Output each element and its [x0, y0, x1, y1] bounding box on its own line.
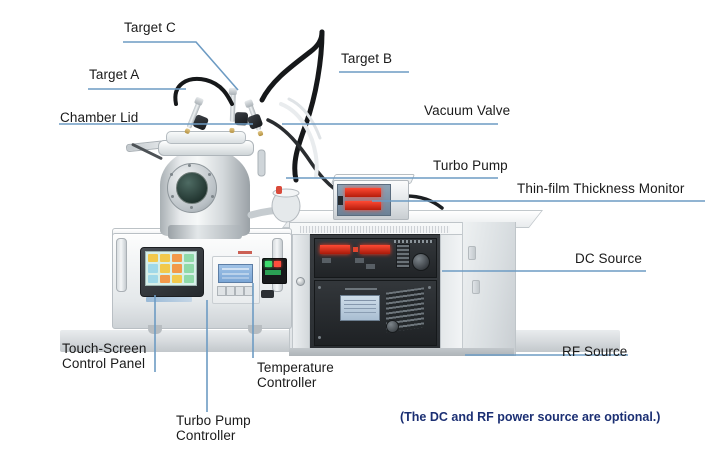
- rf-screw-b: [318, 336, 321, 339]
- rf-nameplate: [345, 288, 377, 290]
- dc-control-knob: [412, 253, 430, 271]
- cabinet-side-panel: [462, 222, 515, 354]
- callout-thin-film-monitor: Thin-film Thickness Monitor: [517, 181, 685, 196]
- dc-display-right: [360, 245, 390, 254]
- main-power-switch: [261, 290, 274, 298]
- thickness-display-upper: [345, 188, 381, 197]
- optional-sources-note: (The DC and RF power source are optional…: [400, 410, 661, 424]
- dc-button-b: [355, 258, 364, 263]
- dc-button-c: [366, 264, 375, 269]
- callout-vacuum-valve: Vacuum Valve: [424, 103, 511, 118]
- callout-chamber-lid: Chamber Lid: [60, 110, 139, 125]
- leader-target-c: [123, 41, 239, 91]
- thickness-monitor-power-switch: [338, 196, 343, 205]
- turbo-pump-lcd: [218, 264, 253, 283]
- rf-screw-a: [318, 286, 321, 289]
- dc-label-strip: [394, 240, 434, 243]
- rf-control-knob: [386, 320, 399, 333]
- touch-screen-display: [145, 251, 197, 286]
- turbo-pump-nameplate: [238, 251, 252, 254]
- viewport-bolt: [211, 195, 214, 198]
- callout-dc-source: DC Source: [575, 251, 642, 266]
- temperature-secondary-display: [265, 270, 281, 275]
- cabinet-handle-upper: [468, 246, 476, 260]
- temperature-setpoint-display: [265, 261, 272, 267]
- viewport-bolt: [188, 164, 191, 167]
- viewport-window: [176, 172, 208, 204]
- chamber-base-flange: [168, 225, 242, 239]
- viewport-bolt: [208, 173, 211, 176]
- cabinet-vent-grille: [300, 226, 450, 233]
- callout-touch-screen-panel: Touch-Screen Control Panel: [62, 341, 147, 371]
- callout-turbo-pump-controller: Turbo Pump Controller: [176, 413, 251, 443]
- viewport-bolt: [170, 173, 173, 176]
- callout-target-c: Target C: [124, 20, 176, 35]
- viewport-bolt: [171, 195, 174, 198]
- chamber-lid: [166, 131, 246, 144]
- thickness-display-lower: [345, 201, 381, 210]
- rf-lcd-display: [340, 295, 380, 321]
- manufacturer-logo: [146, 297, 192, 302]
- callout-target-a: Target A: [89, 67, 140, 82]
- dc-bargraph-meter: [396, 244, 410, 268]
- cabinet-lock: [296, 277, 305, 286]
- dc-display-left: [320, 245, 350, 254]
- viewport-bolt: [190, 206, 193, 209]
- dc-button-a: [322, 258, 331, 263]
- cabinet-handle-lower: [472, 280, 480, 294]
- cabinet-base-shadow: [289, 348, 514, 356]
- temperature-process-display: [274, 261, 281, 267]
- main-unit-handle-left: [116, 238, 127, 292]
- callout-turbo-pump: Turbo Pump: [433, 158, 508, 173]
- callout-temperature-controller: Temperature Controller: [257, 360, 334, 390]
- main-unit-foot-right: [248, 325, 262, 334]
- dc-indicator-led: [353, 247, 358, 252]
- turbo-pump-buttons: [217, 286, 253, 296]
- callout-rf-source: RF Source: [562, 344, 628, 359]
- rf-screw-c: [428, 286, 431, 289]
- callout-target-b: Target B: [341, 51, 393, 66]
